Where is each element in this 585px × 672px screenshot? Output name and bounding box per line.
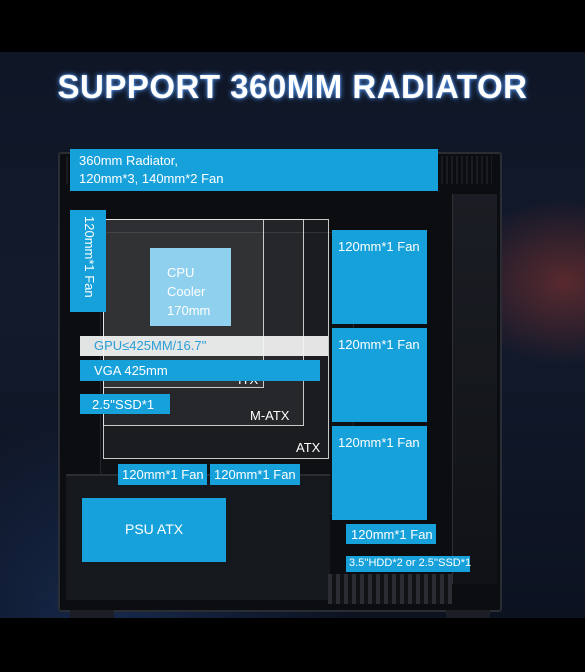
- hdd-label: 3.5''HDD*2 or 2.5''SSD*1: [346, 556, 471, 572]
- matx-label: M-ATX: [250, 408, 290, 423]
- case-foot-right: [446, 610, 490, 618]
- bottom-fan-2-label: 120mm*1 Fan: [210, 464, 300, 485]
- radiator-label-line2: 120mm*3, 140mm*2 Fan: [79, 171, 224, 186]
- case-foot-left: [70, 610, 114, 618]
- ssd-label: 2.5''SSD*1: [80, 394, 170, 414]
- gpu-length-label: GPU≤425MM/16.7'': [80, 336, 328, 356]
- headline: SUPPORT 360MM RADIATOR: [57, 68, 528, 105]
- cpu-cooler-line3: 170mm: [167, 303, 211, 318]
- cpu-cooler-line1: CPU: [167, 265, 195, 280]
- vga-length-label: VGA 425mm: [80, 360, 320, 381]
- bottom-right-fan-label: 120mm*1 Fan: [346, 524, 436, 544]
- cpu-cooler-label: CPU Cooler 170mm: [150, 248, 231, 326]
- rear-fan-label: 120mm*1 Fan: [70, 210, 106, 312]
- product-image: SUPPORT 360MM RADIATOR ITX M-ATX ATX 360…: [0, 52, 585, 618]
- side-fan-1-label: 120mm*1 Fan: [332, 230, 427, 324]
- side-fan-3-label: 120mm*1 Fan: [332, 426, 427, 520]
- radiator-label-line1: 360mm Radiator,: [79, 153, 178, 168]
- rear-fan-text: 120mm*1 Fan: [82, 216, 97, 298]
- psu-label: PSU ATX: [82, 498, 226, 562]
- hdd-cage: [328, 574, 452, 604]
- radiator-label: 360mm Radiator, 120mm*3, 140mm*2 Fan: [70, 149, 438, 191]
- side-fan-2-label: 120mm*1 Fan: [332, 328, 427, 422]
- cpu-cooler-line2: Cooler: [167, 284, 206, 299]
- front-glass-panel: [452, 194, 497, 584]
- bottom-fan-1-label: 120mm*1 Fan: [118, 464, 207, 485]
- atx-label: ATX: [296, 440, 321, 455]
